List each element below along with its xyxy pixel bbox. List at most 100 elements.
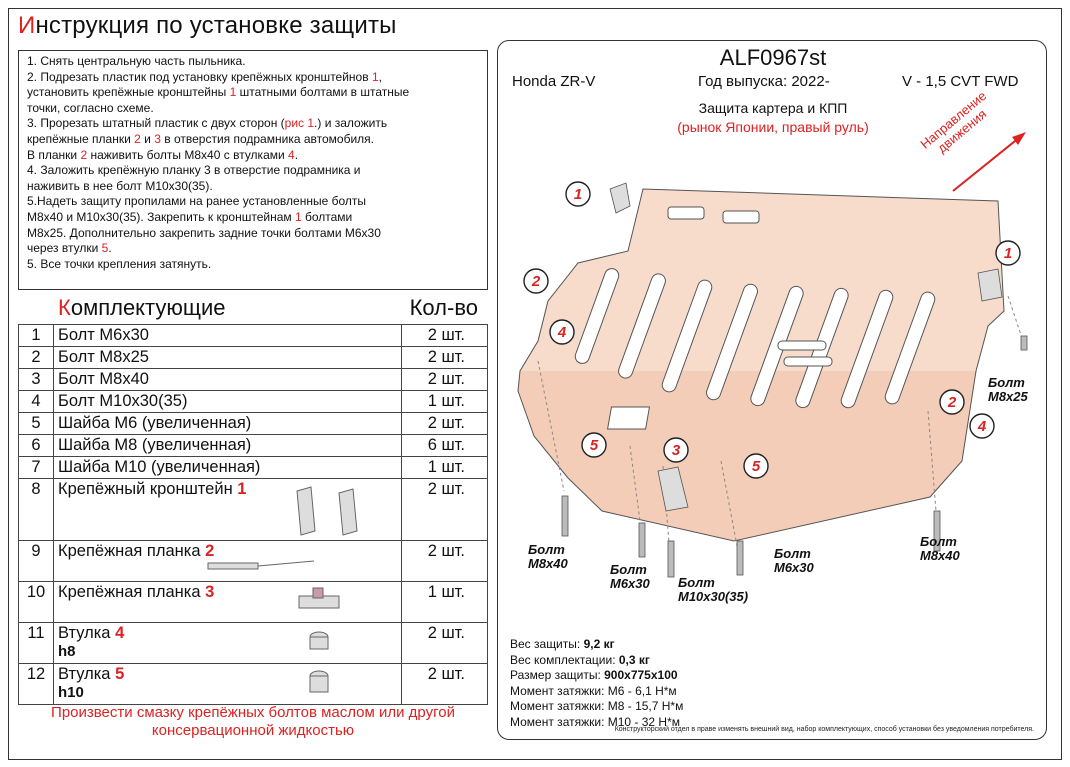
component-number: 1 xyxy=(18,324,54,347)
callout-marker: 5 xyxy=(581,432,607,458)
instruction-line: 1. Снять центральную часть пыльника. xyxy=(27,54,246,68)
component-name: Болт М8х25 xyxy=(53,346,402,369)
specifications: Вес защиты: 9,2 кг Вес комплектации: 0,3… xyxy=(510,637,684,729)
component-height: h8 xyxy=(58,643,76,660)
instruction-line: 3. Прорезать штатный пластик с двух стор… xyxy=(27,116,388,131)
component-illustration xyxy=(207,560,314,570)
callout-marker: 1 xyxy=(565,181,591,207)
instruction-line: установить крепёжные кронштейны 1 штатны… xyxy=(27,85,410,100)
component-quantity: 1 шт. xyxy=(401,456,488,479)
component-quantity: 2 шт. xyxy=(401,622,488,664)
instructions-box: 1. Снять центральную часть пыльника.2. П… xyxy=(18,50,488,290)
instruction-line: 5. Все точки крепления затянуть. xyxy=(27,256,212,271)
callout-marker: 3 xyxy=(663,437,689,463)
component-number: 12 xyxy=(18,663,54,705)
document-frame xyxy=(8,8,1062,760)
component-number: 6 xyxy=(18,434,54,457)
callout-number: 5 xyxy=(590,437,599,454)
component-number: 5 xyxy=(18,412,54,435)
component-mark: 1 xyxy=(237,480,247,498)
product-info: Honda ZR-V Год выпуска: 2022- V - 1,5 CV… xyxy=(498,71,1048,97)
component-number: 4 xyxy=(18,390,54,413)
callout-number: 4 xyxy=(977,418,987,435)
callout-marker: 4 xyxy=(549,319,575,345)
instruction-line: 4. Заложить крепёжную планку 3 в отверст… xyxy=(27,163,361,178)
component-quantity: 2 шт. xyxy=(401,478,488,541)
callout-number: 2 xyxy=(947,394,957,411)
components-title: Комплектующие xyxy=(58,295,226,320)
component-mark: 4 xyxy=(115,624,125,642)
component-illustration xyxy=(298,587,340,609)
component-number: 7 xyxy=(18,456,54,479)
component-name: Болт М10х30(35) xyxy=(53,390,402,413)
callout-marker: 5 xyxy=(743,453,769,479)
component-number: 3 xyxy=(18,368,54,391)
component-illustration xyxy=(309,631,329,650)
component-illustration xyxy=(296,486,358,536)
component-number: 11 xyxy=(18,622,54,664)
direction-arrowhead xyxy=(1012,132,1026,145)
component-quantity: 6 шт. xyxy=(401,434,488,457)
components-header: Комплектующие Кол-во xyxy=(18,293,488,321)
component-name: Крепёжный кронштейн 1 xyxy=(53,478,402,541)
instruction-line: 2. Подрезать пластик под установку крепё… xyxy=(27,69,382,84)
component-name: Крепёжная планка 3 xyxy=(53,581,402,623)
instruction-line: В планки 2 наживить болты М8х40 с втулка… xyxy=(27,147,299,162)
protection-subtitle: Защита картера и КПП xyxy=(698,100,848,116)
component-quantity: 1 шт. xyxy=(401,390,488,413)
car-model: Honda ZR-V xyxy=(512,73,596,90)
callout-number: 5 xyxy=(752,458,761,475)
component-name: Шайба М8 (увеличенная) xyxy=(53,434,402,457)
instruction-line: М8х40 и М10х30(35). Закрепить к кронштей… xyxy=(27,209,353,224)
product-code: ALF0967st xyxy=(719,45,827,70)
drawing-panel: ALF0967st Honda ZR-V Год выпуска: 2022- … xyxy=(497,40,1047,740)
lubrication-note: Произвести смазку крепёжных болтов масло… xyxy=(51,704,455,739)
callout-marker: 2 xyxy=(939,389,965,415)
component-mark: 5 xyxy=(115,665,125,683)
direction-arrow xyxy=(952,136,1021,192)
market-note: (рынок Японии, правый руль) xyxy=(677,119,869,135)
instruction-line: через втулки 5. xyxy=(27,241,112,256)
instruction-line: 5.Надеть защиту пропилами на ранее устан… xyxy=(27,194,366,209)
skid-plate xyxy=(517,188,1005,542)
component-name: Шайба М10 (увеличенная) xyxy=(53,456,402,479)
footer-disclaimer: Конструкторский отдел в праве изменять в… xyxy=(614,726,1034,733)
component-mark: 2 xyxy=(205,542,215,560)
callout-marker: 2 xyxy=(523,268,549,294)
instruction-line: М8х25. Дополнительно закрепить задние то… xyxy=(27,225,381,240)
instruction-line: крепёжные планки 2 и 3 в отверстия подра… xyxy=(27,131,374,146)
component-quantity: 2 шт. xyxy=(401,368,488,391)
component-number: 8 xyxy=(18,478,54,541)
callout-number: 3 xyxy=(672,442,681,459)
component-name: Болт М6х30 xyxy=(53,324,402,347)
production-year: Год выпуска: 2022- xyxy=(698,73,830,90)
component-quantity: 2 шт. xyxy=(401,412,488,435)
component-quantity: 2 шт. xyxy=(401,540,488,582)
component-height: h10 xyxy=(58,684,84,701)
callout-number: 2 xyxy=(531,273,541,290)
component-number: 2 xyxy=(18,346,54,369)
component-illustration xyxy=(309,670,329,693)
callout-number: 1 xyxy=(574,186,582,203)
component-name: Болт М8х40 xyxy=(53,368,402,391)
callout-number: 4 xyxy=(557,324,567,341)
component-quantity: 2 шт. xyxy=(401,346,488,369)
quantity-title: Кол-во xyxy=(409,295,478,320)
component-quantity: 2 шт. xyxy=(401,324,488,347)
